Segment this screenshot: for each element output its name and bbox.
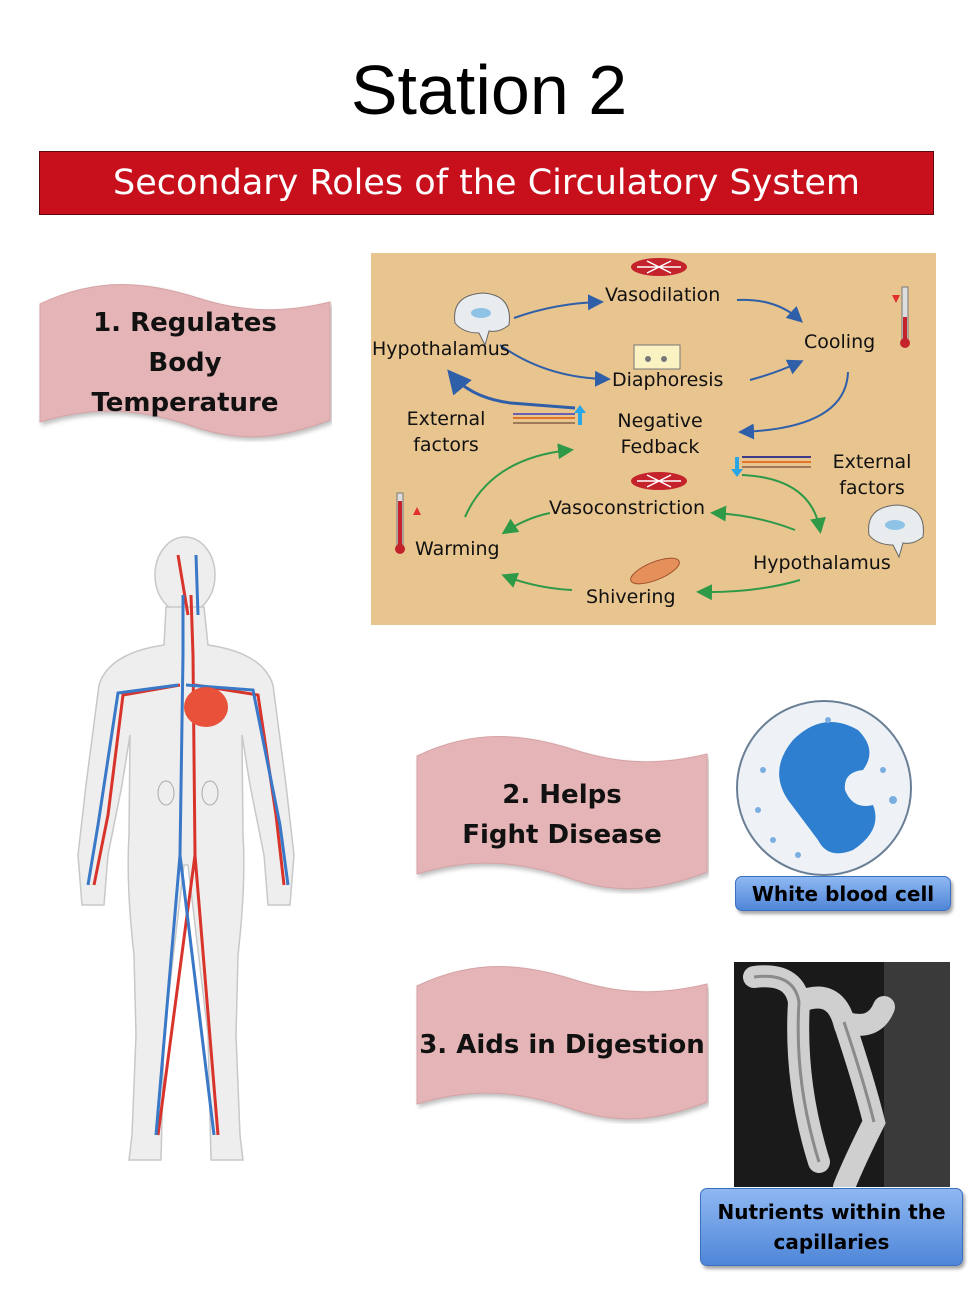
diagram-arrows <box>395 258 924 601</box>
circulatory-system-figure <box>77 536 295 1161</box>
label-cooling: Cooling <box>804 331 876 353</box>
role-label: 3. Aids in Digestion <box>419 1030 705 1060</box>
subtitle-banner: Secondary Roles of the Circulatory Syste… <box>39 151 934 215</box>
arrow-feedback-hypothalamus <box>447 369 576 410</box>
arrow-feedback-hypothalamus-green <box>741 474 826 534</box>
arrow-diaphoresis-cooling <box>749 359 804 381</box>
arrow-hypothalamus-vasoconstriction <box>710 505 796 531</box>
kidney-left <box>157 780 175 806</box>
role-banner-temperature: 1. Regulates Body Temperature <box>38 284 332 442</box>
external-factor-lines-left <box>513 405 586 425</box>
heart <box>184 687 228 727</box>
brain-icon-top <box>454 292 510 347</box>
arrow-cooling-feedback <box>738 371 849 440</box>
label-diaphoresis: Diaphoresis <box>612 369 724 391</box>
brain-icon-bottom <box>868 504 924 559</box>
role-label: 1. Regulates Body Temperature <box>91 308 279 418</box>
white-blood-cell-image <box>736 700 912 876</box>
label-hypothalamus-bottom: Hypothalamus <box>753 552 891 574</box>
label-hypothalamus-top: Hypothalamus <box>372 338 510 360</box>
arrow-vasoconstriction-warming <box>501 512 551 535</box>
label-shivering: Shivering <box>586 586 676 608</box>
ribbon-shape <box>416 966 708 1120</box>
external-factor-lines-right <box>731 456 811 477</box>
arrow-shivering-warming <box>501 572 573 591</box>
blood-vessel-icon-top <box>631 258 687 276</box>
white-blood-cell-caption: White blood cell <box>735 876 951 911</box>
thermoregulation-diagram: Vasodilation Hypothalamus Cooling Diapho… <box>371 253 936 625</box>
role-label: 2. Helps Fight Disease <box>462 780 662 850</box>
role-banner-disease: 2. Helps Fight Disease <box>415 736 709 894</box>
thermometer-warming-icon <box>395 492 421 554</box>
muscle-icon <box>630 557 680 585</box>
ribbon-shape <box>39 284 331 438</box>
subtitle-text: Secondary Roles of the Circulatory Syste… <box>113 163 860 203</box>
arrow-hypothalamus-diaphoresis <box>499 344 611 387</box>
arrow-hypothalamus-vasodilation <box>513 294 604 319</box>
arrow-hypothalamus-shivering <box>696 579 801 601</box>
label-warming: Warming <box>415 538 500 560</box>
kidney-right <box>201 780 219 806</box>
thermometer-cooling-icon <box>892 286 910 348</box>
label-vasodilation: Vasodilation <box>605 284 721 306</box>
skin-sweat-icon <box>633 344 681 370</box>
blood-vessel-icon-bottom <box>631 472 687 490</box>
page-title: Station 2 <box>350 51 628 129</box>
capillaries-image <box>734 962 950 1187</box>
veins <box>86 554 290 1136</box>
arrow-vasodilation-cooling <box>736 298 803 323</box>
arrow-warming-feedback <box>464 443 574 518</box>
label-vasoconstriction: Vasoconstriction <box>549 497 706 519</box>
ribbon-shape <box>416 736 708 890</box>
role-banner-digestion: 3. Aids in Digestion <box>415 966 709 1124</box>
